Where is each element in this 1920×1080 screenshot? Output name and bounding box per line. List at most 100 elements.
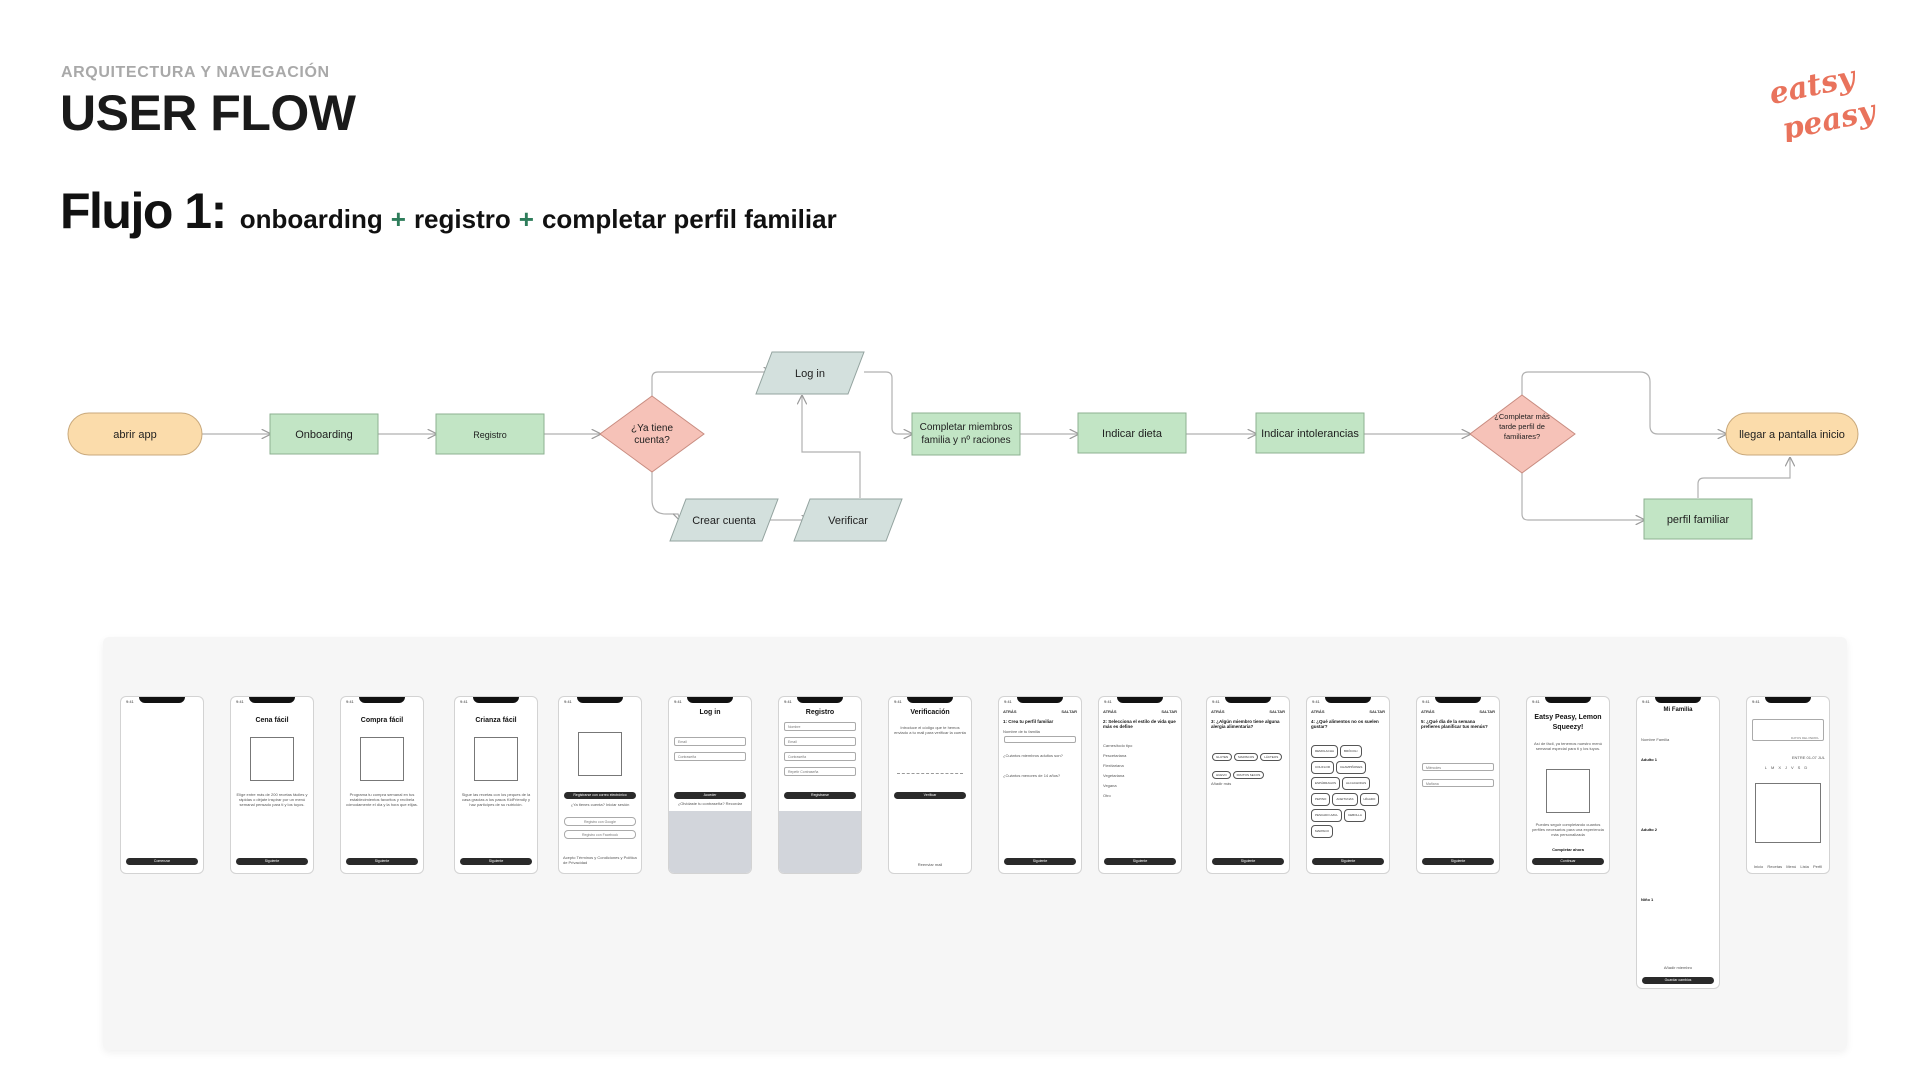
- chip[interactable]: PEPINO: [1311, 793, 1331, 806]
- back-link[interactable]: ATRÁS: [1003, 709, 1017, 714]
- legal-checkbox[interactable]: Acepto Términos y Condiciones y Política…: [563, 855, 637, 865]
- chip[interactable]: PESCADO AZUL: [1311, 809, 1343, 822]
- chip[interactable]: ALCACHOFAS: [1342, 777, 1371, 790]
- back-link[interactable]: ATRÁS: [1211, 709, 1225, 714]
- back-link[interactable]: ATRÁS: [1421, 709, 1435, 714]
- chip[interactable]: HUEVO: [1212, 771, 1231, 779]
- next-button[interactable]: Siguiente: [1004, 858, 1076, 865]
- node-indicar-intolerancias: [1255, 412, 1365, 454]
- skip-link[interactable]: SALTAR: [1061, 709, 1077, 714]
- add-member-link[interactable]: Añadir miembro: [1663, 965, 1693, 970]
- screen-mi-familia[interactable]: 9:41 Mi Familia Nombre Familia Adulto 1 …: [1636, 696, 1720, 989]
- skip-link[interactable]: SALTAR: [1369, 709, 1385, 714]
- screen-onboarding-compra[interactable]: 9:41 Compra fácil Programa tu compra sem…: [340, 696, 424, 874]
- option-5[interactable]: Vegana: [1103, 783, 1117, 788]
- profile-data-box[interactable]: DATOS DEL PERFIL: [1752, 719, 1824, 741]
- password-field[interactable]: Contraseña: [784, 752, 856, 761]
- chip[interactable]: ESPÁRRAGOS: [1311, 777, 1341, 790]
- forgot-password-link[interactable]: ¿Olvidaste tu contraseña? Recordar: [677, 801, 743, 806]
- flow-part-onboarding: onboarding: [239, 204, 383, 234]
- screen-perfil-paso-1[interactable]: 9:41 ATRÁS SALTAR 1: Crea tu perfil fami…: [998, 696, 1082, 874]
- screen-splash[interactable]: 9:41 Comenzar: [120, 696, 204, 874]
- start-button[interactable]: Comenzar: [126, 858, 198, 865]
- step-title: 1: Crea tu perfil familiar: [1003, 719, 1054, 724]
- email-field[interactable]: Email: [674, 737, 746, 746]
- skip-link[interactable]: SALTAR: [1161, 709, 1177, 714]
- week-days[interactable]: LMXJVSD: [1764, 765, 1812, 770]
- resend-link[interactable]: Reenviar mail: [917, 862, 943, 867]
- google-register-button[interactable]: Registro con Google: [564, 817, 636, 826]
- register-button[interactable]: Registrarse: [784, 792, 856, 799]
- flow-number: Flujo 1:: [60, 183, 227, 239]
- screen-registro[interactable]: 9:41 Registro Nombre Email Contraseña Re…: [778, 696, 862, 874]
- complete-now-link[interactable]: Completar ahora: [1552, 847, 1584, 852]
- image-placeholder: [474, 737, 518, 781]
- save-button[interactable]: Guardar cambios: [1642, 977, 1714, 984]
- edge-perfil-inicio: [1697, 458, 1790, 498]
- week-label: ENTRE 01-07 JUL: [1791, 755, 1825, 760]
- day-select[interactable]: Miércoles: [1422, 763, 1494, 771]
- family-name-field[interactable]: [1004, 736, 1076, 743]
- chip[interactable]: CHAMPIÑONES: [1336, 761, 1367, 774]
- chip[interactable]: HÍGADO: [1359, 793, 1380, 806]
- login-button[interactable]: Acceder: [674, 792, 746, 799]
- repeat-password-field[interactable]: Repetir Contraseña: [784, 767, 856, 776]
- skip-link[interactable]: SALTAR: [1479, 709, 1495, 714]
- next-button[interactable]: Siguiente: [460, 858, 532, 865]
- email-register-button[interactable]: Registrarse con correo electrónico: [564, 792, 636, 799]
- screen-onboarding-cena[interactable]: 9:41 Cena fácil Elige entre más de 200 r…: [230, 696, 314, 874]
- keyboard[interactable]: [669, 811, 751, 873]
- option-4[interactable]: Vegetariana: [1103, 773, 1125, 778]
- password-field[interactable]: Contraseña: [674, 752, 746, 761]
- screen-perfil-paso-2[interactable]: 9:41 ATRÁS SALTAR 2: Selecciona el estil…: [1098, 696, 1182, 874]
- screen-registro-opciones[interactable]: 9:41 Registrarse con correo electrónico …: [558, 696, 642, 874]
- option-2[interactable]: Pescetariana: [1103, 753, 1127, 758]
- keyboard[interactable]: [779, 811, 861, 873]
- time-select[interactable]: Mañana: [1422, 779, 1494, 787]
- add-more-link[interactable]: Añadir más: [1211, 781, 1232, 786]
- screen-inicio[interactable]: 9:41 DATOS DEL PERFIL ENTRE 01-07 JUL LM…: [1746, 696, 1830, 874]
- next-button[interactable]: Siguiente: [1104, 858, 1176, 865]
- option-6[interactable]: Otro: [1103, 793, 1111, 798]
- chip[interactable]: LÁCTEOS: [1260, 753, 1283, 761]
- chip[interactable]: GLUTEN: [1212, 753, 1233, 761]
- chip[interactable]: REMOLACHA: [1311, 745, 1339, 758]
- skip-link[interactable]: SALTAR: [1269, 709, 1285, 714]
- facebook-register-button[interactable]: Registro con Facebook: [564, 830, 636, 839]
- screen-title: Log in: [699, 709, 721, 716]
- tab-bar[interactable]: Inicio Recetas Menú Lista Perfil: [1753, 864, 1823, 869]
- next-button[interactable]: Siguiente: [236, 858, 308, 865]
- code-input[interactable]: [897, 769, 963, 774]
- chip[interactable]: BRÓCOLI: [1340, 745, 1362, 758]
- chip[interactable]: CEBOLLA: [1344, 809, 1366, 822]
- node-mas-tarde-label-2: tarde perfil de: [1499, 422, 1545, 431]
- chip[interactable]: FRUTOS SECOS: [1232, 771, 1265, 779]
- chip[interactable]: ACEITUNAS: [1332, 793, 1358, 806]
- screen-login[interactable]: 9:41 Log in Email Contraseña Acceder ¿Ol…: [668, 696, 752, 874]
- back-link[interactable]: ATRÁS: [1103, 709, 1117, 714]
- screen-confirmacion[interactable]: 9:41 Eatsy Peasy, Lemon Squeezy! Así de …: [1526, 696, 1610, 874]
- verify-button[interactable]: Verificar: [894, 792, 966, 799]
- chip[interactable]: MARISCO: [1311, 825, 1334, 838]
- chip[interactable]: MARISCOS: [1234, 753, 1259, 761]
- screen-perfil-paso-4[interactable]: 9:41 ATRÁS SALTAR 4: ¿Qué alimentos no o…: [1306, 696, 1390, 874]
- continue-button[interactable]: Continuar: [1532, 858, 1604, 865]
- node-crear-cuenta-label: Crear cuenta: [692, 515, 756, 527]
- next-button[interactable]: Siguiente: [346, 858, 418, 865]
- name-field[interactable]: Nombre: [784, 722, 856, 731]
- screen-verificacion[interactable]: 9:41 Verificación Introduce el código qu…: [888, 696, 972, 874]
- screen-perfil-paso-5[interactable]: 9:41 ATRÁS SALTAR 5: ¿Qué día de la sema…: [1416, 696, 1500, 874]
- screen-onboarding-crianza[interactable]: 9:41 Crianza fácil Sigue las recetas con…: [454, 696, 538, 874]
- next-button[interactable]: Siguiente: [1312, 858, 1384, 865]
- next-button[interactable]: Siguiente: [1422, 858, 1494, 865]
- login-link[interactable]: ¿Ya tienes cuenta? Iniciar sesión: [570, 802, 630, 807]
- back-link[interactable]: ATRÁS: [1311, 709, 1325, 714]
- option-3[interactable]: Flexitariana: [1103, 763, 1124, 768]
- chip[interactable]: COLIFLOR: [1311, 761, 1335, 774]
- screen-perfil-paso-3[interactable]: 9:41 ATRÁS SALTAR 3: ¿Algún miembro tien…: [1206, 696, 1290, 874]
- node-onboarding-label: Onboarding: [295, 429, 353, 441]
- next-button[interactable]: Siguiente: [1212, 858, 1284, 865]
- node-completar-miembros: [911, 412, 1021, 456]
- option-1[interactable]: Carnes/todo tipo: [1103, 743, 1133, 748]
- email-field[interactable]: Email: [784, 737, 856, 746]
